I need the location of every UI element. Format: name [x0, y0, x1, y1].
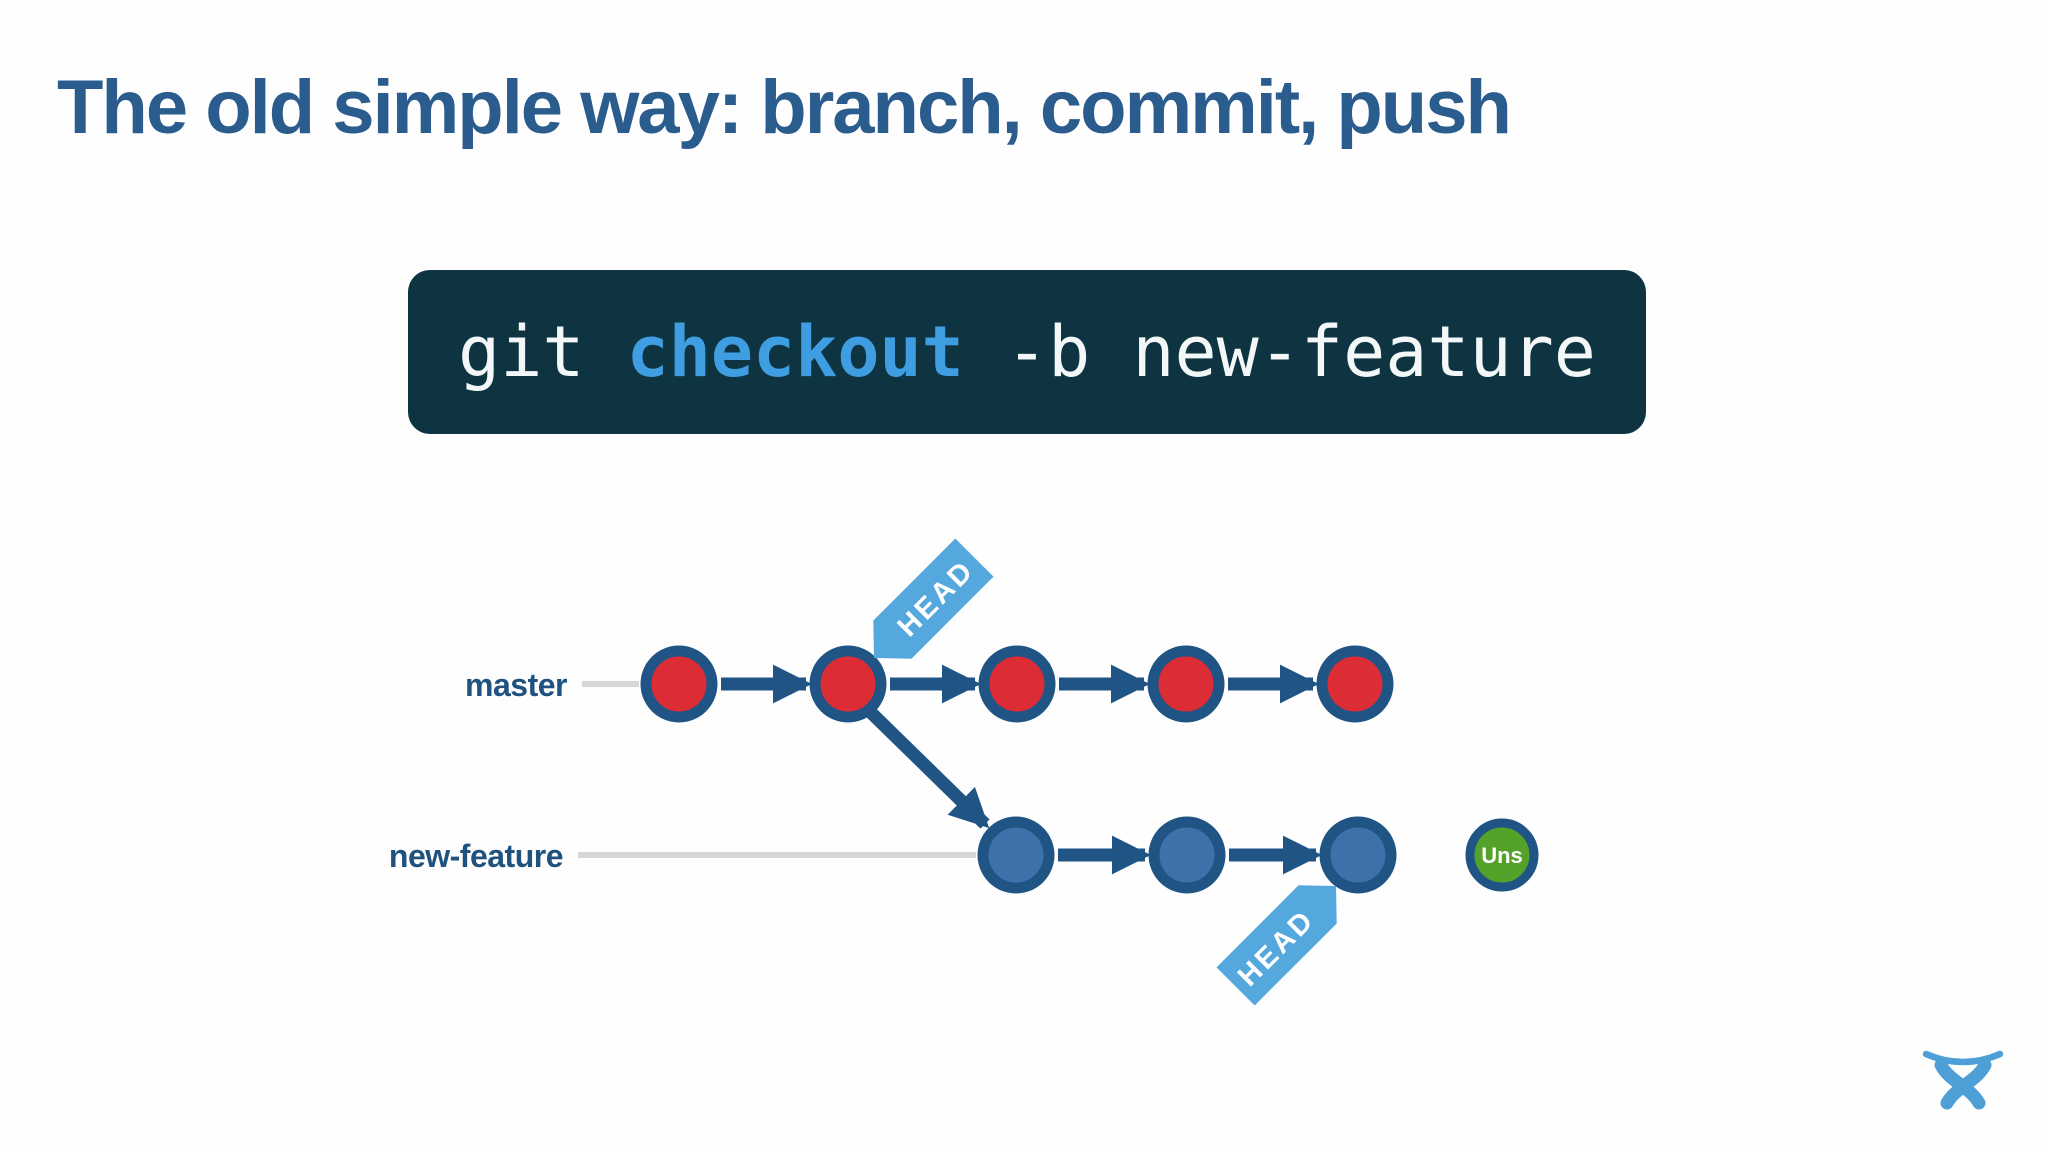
edges-layer [721, 664, 1322, 875]
head-banner: HEAD [1216, 885, 1337, 1006]
commit-node [1319, 816, 1397, 894]
code-prefix: git [458, 311, 627, 393]
head-banner: HEAD [873, 538, 994, 659]
slide-title: The old simple way: branch, commit, push [57, 65, 1512, 150]
head-banner-shape [1216, 885, 1337, 1006]
code-block: git checkout -b new-feature [408, 270, 1646, 434]
extra-node-label: Uns [1481, 843, 1523, 868]
commit-node [977, 816, 1055, 894]
leader-lines-layer: master new-feature [389, 667, 976, 874]
commit-node [1147, 645, 1225, 723]
commit-node [1148, 816, 1226, 894]
code-suffix: -b new-feature [963, 311, 1596, 393]
branch-label: master [465, 667, 567, 703]
extra-node [1465, 818, 1539, 892]
code-keyword: checkout [626, 311, 964, 393]
atlassian-logo-icon [1922, 1050, 2004, 1110]
head-banner-shape [873, 538, 994, 659]
commit-nodes-layer [640, 645, 1397, 894]
branch-fork-arrow [847, 689, 990, 829]
commit-node [1316, 645, 1394, 723]
commit-node [640, 645, 718, 723]
git-command: git checkout -b new-feature [458, 311, 1596, 393]
banners-layer: HEAD HEAD Uns [873, 538, 1539, 1006]
commit-node [809, 645, 887, 723]
branch-label: new-feature [389, 838, 563, 874]
commit-node [978, 645, 1056, 723]
